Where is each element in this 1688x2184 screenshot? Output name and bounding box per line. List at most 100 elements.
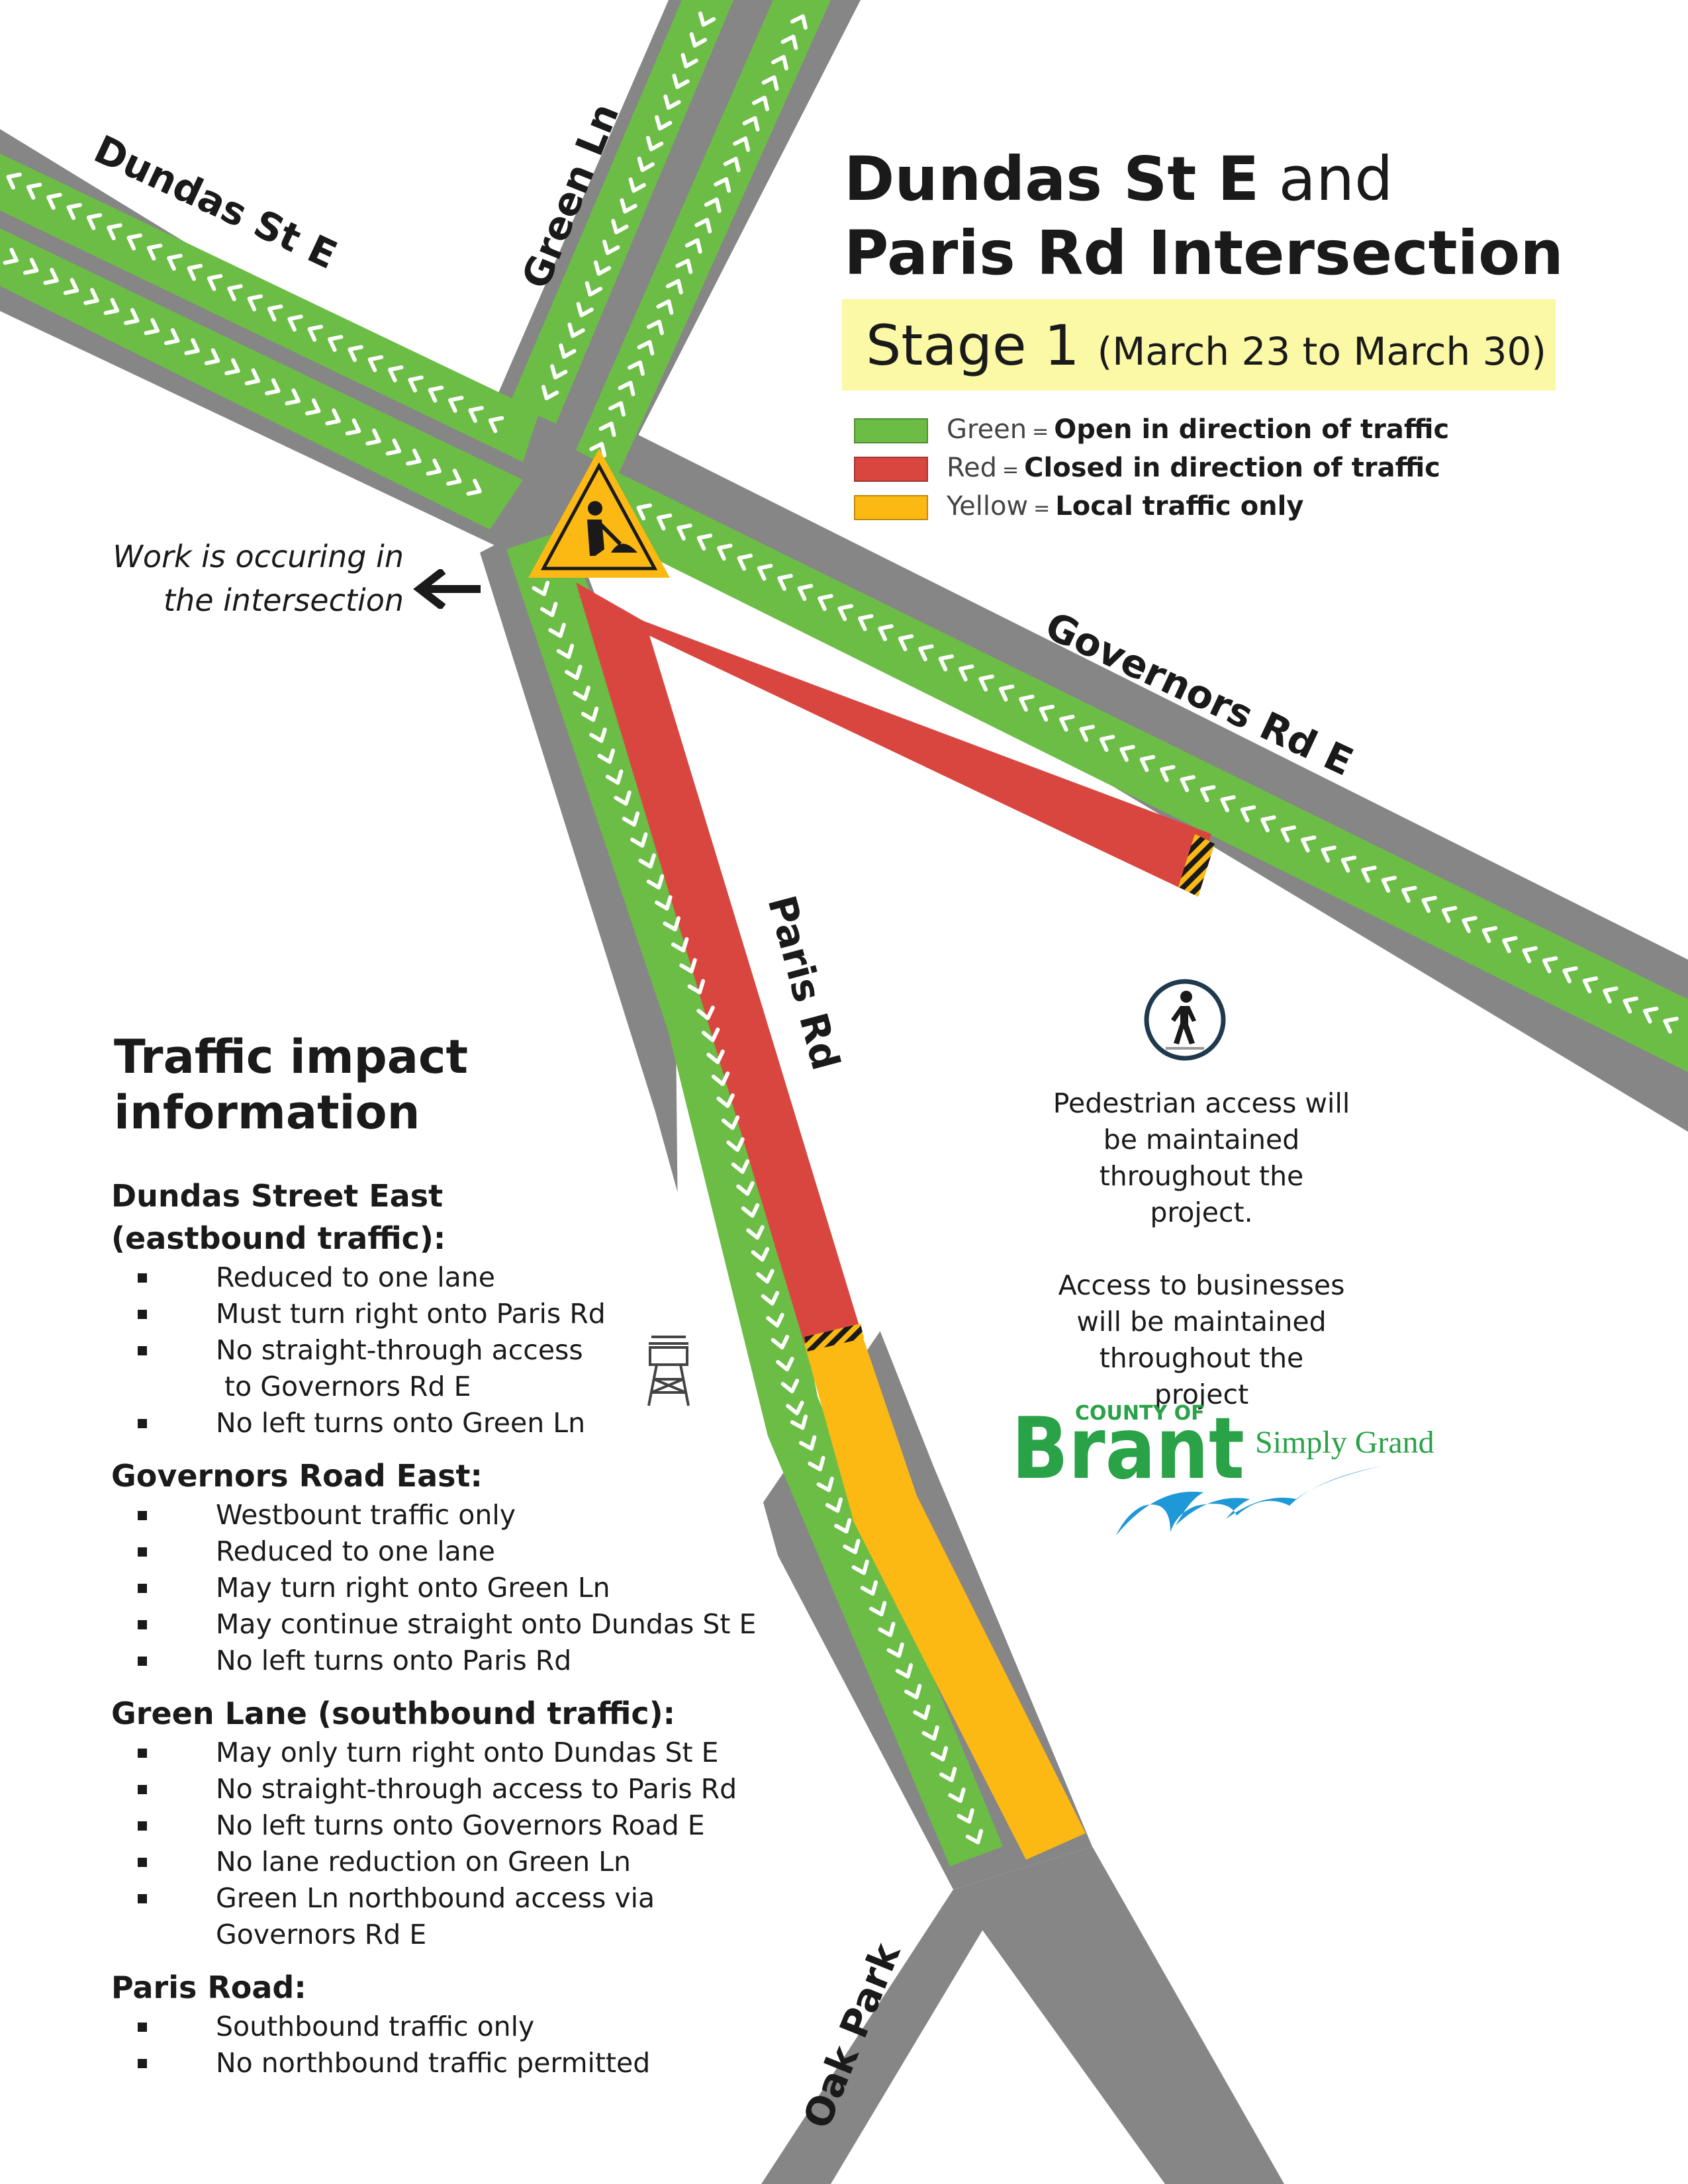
lane-chevron xyxy=(698,11,716,27)
lane-chevron xyxy=(614,790,632,806)
lane-chevron xyxy=(445,469,462,486)
lane-chevron xyxy=(751,1247,770,1262)
info-section-paris: Paris Road: Southbound traffic only No n… xyxy=(111,1966,760,2081)
title-line2: Paris Rd Intersection xyxy=(844,218,1564,289)
lane-chevron xyxy=(1220,795,1236,813)
legend-label-red: Red xyxy=(947,453,997,483)
legend-label-green: Green xyxy=(947,414,1027,445)
lane-chevron xyxy=(589,441,607,458)
lane-chevron xyxy=(227,284,243,302)
lane-chevron xyxy=(704,197,722,213)
lane-chevron xyxy=(757,563,773,581)
lane-chevron xyxy=(539,602,558,617)
lane-chevron xyxy=(637,156,655,172)
page-title: Dundas St E and Paris Rd Intersection xyxy=(844,142,1579,291)
lane-chevron xyxy=(711,1071,730,1087)
lane-chevron xyxy=(1059,714,1075,732)
lane-chevron xyxy=(559,343,577,359)
lane-chevron xyxy=(656,299,674,315)
lane-chevron xyxy=(6,172,22,190)
lane-chevron xyxy=(325,408,341,426)
lane-chevron xyxy=(790,14,808,30)
lane-chevron xyxy=(878,1621,896,1637)
lane-chevron xyxy=(998,684,1015,702)
lane-chevron xyxy=(672,73,690,89)
legend-swatch-yellow xyxy=(854,495,928,520)
lane-chevron xyxy=(26,183,42,200)
lane-chevron xyxy=(771,55,788,71)
lane-chevron xyxy=(550,364,568,380)
lane-chevron xyxy=(365,428,381,446)
county-of-brant-logo: COUNTY OF Brant Simply Grand xyxy=(1011,1400,1434,1535)
lane-chevron xyxy=(66,203,82,220)
ped-line6: throughout the project xyxy=(1099,1342,1304,1410)
lane-chevron xyxy=(687,979,706,995)
list-item-continued: to Governors Rd E xyxy=(216,1371,471,1402)
lane-chevron xyxy=(618,381,635,396)
lane-chevron xyxy=(593,260,612,276)
lane-chevron xyxy=(776,1357,794,1372)
lane-chevron xyxy=(1160,765,1176,782)
lane-chevron xyxy=(1522,946,1538,964)
lane-chevron xyxy=(468,406,484,424)
lane-chevron xyxy=(918,644,934,662)
list-item: Reduced to one lane xyxy=(138,1533,760,1570)
list-item: Must turn right onto Paris Rd xyxy=(138,1296,760,1332)
lane-chevron xyxy=(726,1137,745,1152)
lane-chevron xyxy=(837,604,854,621)
barricade xyxy=(804,1324,864,1351)
lane-chevron xyxy=(124,308,140,326)
svg-text:COUNTY OF: COUNTY OF xyxy=(1075,1402,1205,1425)
lane-chevron xyxy=(689,32,708,48)
lane-chevron xyxy=(1079,725,1095,742)
lane-chevron xyxy=(948,1787,966,1803)
list-item: No northbound traffic permitted xyxy=(138,2045,760,2081)
legend-item-red: Red=Closed in direction of traffic xyxy=(854,449,1449,487)
lane-chevron xyxy=(898,634,914,652)
lane-chevron xyxy=(857,614,874,631)
lane-chevron xyxy=(677,523,692,541)
lane-chevron xyxy=(1139,754,1156,772)
lane-chevron xyxy=(265,378,281,396)
barricade xyxy=(1178,834,1215,897)
lane-chevron xyxy=(541,385,559,400)
lane-chevron xyxy=(656,513,673,531)
lane-chevron xyxy=(646,874,665,890)
lane-chevron xyxy=(466,478,482,496)
lane-chevron xyxy=(741,1203,760,1218)
lane-chevron xyxy=(3,248,19,265)
stage-banner: Stage 1 (March 23 to March 30) xyxy=(842,299,1556,390)
lane-chevron xyxy=(777,574,793,591)
section-title: Governors Road East: xyxy=(111,1458,483,1494)
lane-chevron xyxy=(834,1518,852,1534)
ped-line4: Access to businesses xyxy=(1058,1269,1345,1301)
lane-chevron xyxy=(1542,956,1558,974)
legend-item-yellow: Yellow=Local traffic only xyxy=(854,487,1449,525)
ped-line3: throughout the project. xyxy=(1099,1160,1304,1228)
lane-chevron xyxy=(620,198,637,214)
lane-chevron xyxy=(808,1455,825,1472)
lane-chevron xyxy=(696,533,713,551)
list-item: No left turns onto Green Ln xyxy=(138,1405,760,1441)
lane-chevron xyxy=(742,116,760,132)
lane-chevron xyxy=(701,1027,720,1042)
lane-chevron xyxy=(736,1181,755,1196)
lane-chevron xyxy=(86,213,103,230)
info-section-governors: Governors Road East: Westbount traffic o… xyxy=(111,1455,760,1679)
arrow-left-icon xyxy=(413,569,481,609)
list-item: Green Ln northbound access via xyxy=(138,1880,760,1917)
lane-chevron xyxy=(851,1559,869,1575)
lane-chevron xyxy=(184,338,200,355)
lane-chevron xyxy=(716,1093,735,1109)
lane-chevron xyxy=(957,1808,974,1824)
lane-chevron xyxy=(637,340,655,356)
lane-chevron xyxy=(913,1704,931,1720)
lane-chevron xyxy=(663,916,680,932)
lane-chevron xyxy=(706,1049,725,1064)
lane-chevron xyxy=(1401,886,1417,903)
lane-chevron xyxy=(448,396,464,413)
lane-chevron xyxy=(247,294,263,312)
local-traffic-lane xyxy=(804,1330,1086,1860)
list-item: Southbound traffic only xyxy=(138,2009,760,2045)
